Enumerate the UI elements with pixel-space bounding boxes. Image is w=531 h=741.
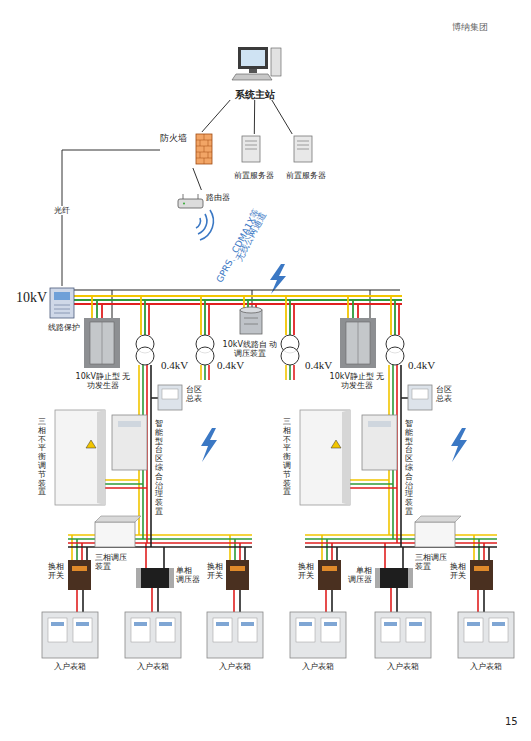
- edge-label: 光纤: [53, 206, 71, 215]
- node-label: 三相调压 装置: [415, 553, 449, 571]
- three-phase-regulator: [95, 516, 461, 547]
- meter-box: 入户表箱: [458, 612, 514, 660]
- node-label: 入户表箱: [290, 662, 346, 671]
- unbalance-cabinet: [55, 410, 350, 505]
- voltage-label: 0.4kV: [217, 359, 244, 372]
- node-label: 入户表箱: [42, 662, 98, 671]
- connector-line: [254, 100, 255, 134]
- front-server: 前置服务器: [282, 134, 330, 180]
- meter-box: [42, 612, 514, 658]
- area-meter: 台区 总表: [408, 385, 432, 410]
- node-label: 换相 开关: [48, 562, 66, 580]
- firewall-icon: [196, 134, 212, 164]
- node-label: 换相 开关: [450, 562, 468, 580]
- lightning-symbol: [451, 428, 467, 462]
- protection-device: [50, 288, 74, 318]
- node-label: 台区 总表: [436, 385, 454, 403]
- node-label: 智能型台区综合治理装置: [155, 420, 163, 517]
- node-label: 路由器: [206, 193, 230, 202]
- firewall: 防火墙: [160, 132, 212, 168]
- voltage-label: 0.4kV: [161, 359, 188, 372]
- node-label: 换相 开关: [207, 562, 225, 580]
- brand-name: 博纳集团: [452, 22, 488, 32]
- node-label: 系统主站: [222, 89, 288, 101]
- line-protection: 线路保护: [48, 286, 82, 332]
- router: 路由器: [176, 190, 236, 214]
- governance-device: 智能型台区综合治理装置: [362, 415, 397, 470]
- meter-box: 入户表箱: [207, 612, 263, 660]
- phase-switch: 换相 开关: [318, 560, 341, 590]
- node-label: 台区 总表: [186, 385, 204, 403]
- meter-box: 入户表箱: [290, 612, 346, 660]
- node-label: 入户表箱: [207, 662, 263, 671]
- node-label: 三相不平衡调节装置: [38, 418, 46, 497]
- single-phase-regulator: 单相 调压器: [136, 568, 174, 588]
- server-icon: [242, 136, 312, 162]
- page-number: 15: [505, 716, 518, 728]
- unbalance-device: 三相不平衡调节装置: [55, 410, 105, 505]
- phase-switch: 换相 开关: [226, 560, 249, 590]
- phase-switch: 换相 开关: [68, 560, 91, 590]
- meter-icon: [158, 385, 432, 410]
- smart-box: [112, 415, 397, 470]
- svg-device: 10kV静止型 无功发生器: [340, 318, 378, 368]
- node-label: 入户表箱: [375, 662, 431, 671]
- node-label: 入户表箱: [125, 662, 181, 671]
- system-station: 系统主站: [222, 44, 288, 100]
- single-phase-regulator: 单相 调压器: [375, 568, 413, 588]
- governance-device: 智能型台区综合治理装置: [112, 415, 147, 470]
- node-label: 防火墙: [160, 133, 187, 143]
- unbalance-device: 三相不平衡调节装置: [300, 410, 350, 505]
- three-phase-regulator: 三相调压 装置: [95, 522, 135, 547]
- node-label: 单相 调压器: [176, 566, 202, 584]
- node-label: 前置服务器: [230, 171, 278, 180]
- connector-line: [202, 100, 230, 132]
- meter-box: 入户表箱: [42, 612, 98, 660]
- node-label: 10kV线路自 动调压装置: [222, 340, 278, 358]
- three-phase-regulator: 三相调压 装置: [415, 522, 455, 547]
- node-label: 换相 开关: [298, 562, 316, 580]
- computer-icon: [232, 47, 281, 80]
- wireless-waves: [196, 210, 213, 240]
- voltage-regulator: [240, 307, 262, 334]
- lightning-symbol: [201, 428, 217, 462]
- area-meter: 台区 总表: [158, 385, 182, 410]
- node-label: 入户表箱: [458, 662, 514, 671]
- node-label: 智能型台区综合治理装置: [405, 420, 413, 517]
- node-label: 三相调压 装置: [95, 553, 129, 571]
- connector-line: [62, 150, 160, 286]
- channel-label: GPRS、CDMA1X等: [214, 208, 261, 285]
- connector-line: [193, 168, 202, 190]
- phase-switch: 换相 开关: [470, 560, 493, 590]
- voltage-label: 0.4kV: [305, 359, 332, 372]
- voltage-regulator: 10kV线路自 动调压装置: [235, 308, 265, 336]
- node-label: 三相不平衡调节装置: [283, 418, 291, 497]
- svg-device: 10kV静止型 无功发生器: [84, 318, 122, 368]
- voltage-label: 0.4kV: [408, 359, 435, 372]
- connector-line: [272, 100, 292, 134]
- front-server: 前置服务器: [230, 134, 278, 180]
- meter-box: 入户表箱: [125, 612, 181, 660]
- node-label: 线路保护: [48, 323, 80, 332]
- node-label: 10kV静止型 无功发生器: [329, 372, 385, 390]
- node-label: 10kV静止型 无功发生器: [73, 372, 133, 390]
- bus-0.4kv: [68, 365, 497, 612]
- router-icon: [178, 194, 203, 208]
- meter-box: 入户表箱: [375, 612, 431, 660]
- voltage-label: 10kV: [16, 290, 47, 306]
- node-label: 单相 调压器: [346, 566, 372, 584]
- node-label: 前置服务器: [282, 171, 330, 180]
